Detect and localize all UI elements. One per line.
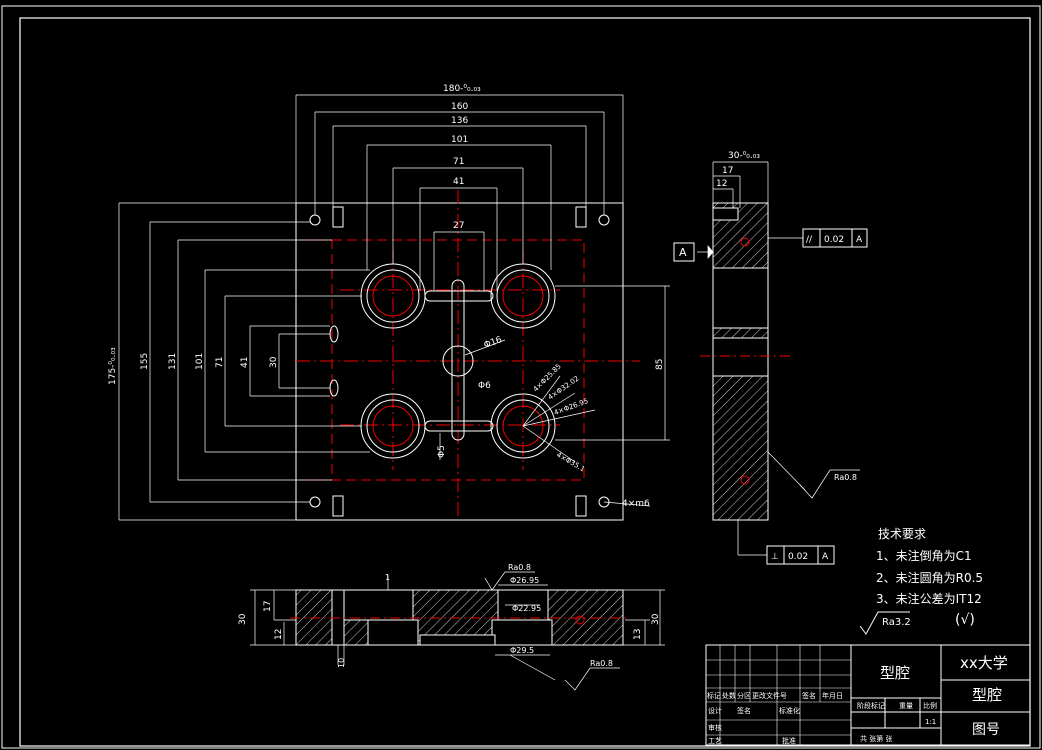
tb-stage-label: 阶段标记 [857, 701, 885, 710]
sec-d2: Φ22.95 [512, 604, 541, 613]
tb-weight-label: 重量 [899, 702, 913, 710]
dim-left-175: 175-⁰₀.₀₃ [108, 347, 118, 385]
sec-mark-1: 1 [385, 573, 390, 582]
sec-ra-top: Ra0.8 [508, 563, 531, 572]
tb-drawing-no-label: 图号 [972, 722, 1000, 738]
tb-row-label-3: 分区 [737, 691, 751, 700]
tb-review: 审核 [708, 723, 722, 732]
side-dim-17: 17 [722, 166, 733, 176]
sec-right-30: 30 [651, 613, 661, 625]
inner-frame [19, 17, 1031, 747]
title-block-texts: 型腔 xx大学 型腔 图号 标记 处数 分区 更改文件号 签名 年月日 设计 签… [707, 654, 1008, 745]
dim-runner: Φ6 [478, 381, 491, 391]
side-dim-30: 30-⁰₀.₀₃ [728, 151, 760, 161]
sec-ra-bottom: Ra0.8 [590, 659, 613, 668]
fcf-parallel-datum: A [856, 235, 863, 245]
notes-roughness-other: (√) [955, 612, 975, 628]
tb-row-label-1: 标记 [707, 691, 721, 700]
dim-left-71: 71 [215, 357, 225, 368]
side-dim-12: 12 [716, 179, 727, 189]
cavity-callout-4: 4×Φ35.1 [555, 451, 586, 474]
tb-design: 设计 [708, 706, 722, 715]
technical-notes: 技术要求 1、未注倒角为C1 2、未注圆角为R0.5 3、未注公差为IT12 R… [859, 527, 983, 635]
fcf-perpendicular: ⊥ 0.02 A [766, 545, 835, 565]
outer-frame [1, 5, 1041, 749]
fcf-perp-symbol: ⊥ [771, 552, 779, 562]
dim-top-180: 180-⁰₀.₀₃ [443, 84, 481, 94]
dim-left-155: 155 [140, 353, 150, 370]
notes-heading: 技术要求 [878, 527, 926, 541]
dim-top-41: 41 [453, 177, 464, 187]
dim-bolt-note: 4×m6 [622, 499, 650, 509]
tb-sign: 签名 [737, 706, 751, 715]
dim-top-160: 160 [451, 102, 468, 112]
fcf-parallel: // 0.02 A [802, 228, 868, 248]
dim-top-136: 136 [451, 116, 468, 126]
notes-item-3: 3、未注公差为IT12 [876, 591, 982, 606]
sec-d3: Φ29.5 [510, 646, 534, 655]
notes-item-1: 1、未注倒角为C1 [876, 548, 972, 563]
dim-left-30: 30 [269, 356, 279, 368]
notes-item-2: 2、未注圆角为R0.5 [876, 570, 983, 585]
roughness-symbol [859, 611, 910, 635]
plan-view [118, 94, 670, 521]
tb-craft: 工艺 [708, 737, 722, 745]
tb-row-label-5: 签名 [802, 691, 816, 700]
section-view [250, 571, 665, 691]
tb-scale: 1:1 [925, 718, 936, 726]
fcf-perp-datum: A [822, 552, 829, 562]
dim-left-41: 41 [240, 357, 250, 368]
tb-standard: 标准化 [779, 706, 800, 715]
tb-drawing-name: 型腔 [972, 686, 1002, 704]
fcf-parallel-value: 0.02 [824, 235, 844, 245]
dim-left-131: 131 [168, 353, 178, 370]
tb-approve: 批准 [782, 736, 796, 745]
datum-a-box [673, 242, 695, 262]
tb-part-name: 型腔 [880, 664, 910, 682]
dim-left-101: 101 [195, 353, 205, 370]
dim-sprue: Φ16 [483, 335, 504, 351]
sec-d1: Φ26.95 [510, 576, 539, 585]
notes-roughness: Ra3.2 [882, 617, 911, 628]
dim-top-101: 101 [451, 135, 468, 145]
sec-left-12: 12 [274, 629, 284, 640]
title-block [705, 644, 1031, 746]
dim-right-85: 85 [655, 359, 665, 370]
tb-row-label-6: 年月日 [822, 691, 843, 700]
sec-bottom-10: 10 [337, 658, 346, 668]
fcf-parallel-symbol: // [806, 235, 813, 245]
tb-row-label-4: 更改文件号 [752, 691, 787, 700]
side-view-texts: 30-⁰₀.₀₃ 17 12 A // 0.02 A ⊥ 0.02 A Ra0.… [673, 151, 868, 565]
side-roughness: Ra0.8 [834, 473, 857, 482]
dim-top-71: 71 [453, 157, 464, 167]
tb-row-label-2: 处数 [722, 691, 736, 700]
sec-left-17: 17 [263, 601, 273, 612]
datum-a-label: A [679, 246, 687, 259]
fcf-perp-value: 0.02 [788, 552, 808, 562]
side-view [697, 161, 860, 556]
sec-left-30: 30 [238, 613, 248, 625]
sec-right-13: 13 [633, 629, 643, 640]
tb-sheet: 共 张第 张 [860, 734, 892, 743]
tb-school: xx大学 [960, 654, 1008, 672]
tb-scale-label: 比例 [923, 701, 937, 710]
dim-top-27: 27 [453, 221, 464, 231]
dim-gate: Φ5 [437, 445, 447, 458]
section-view-texts: Ra0.8 Φ26.95 Φ22.95 Φ29.5 Ra0.8 1 30 17 … [238, 563, 661, 668]
